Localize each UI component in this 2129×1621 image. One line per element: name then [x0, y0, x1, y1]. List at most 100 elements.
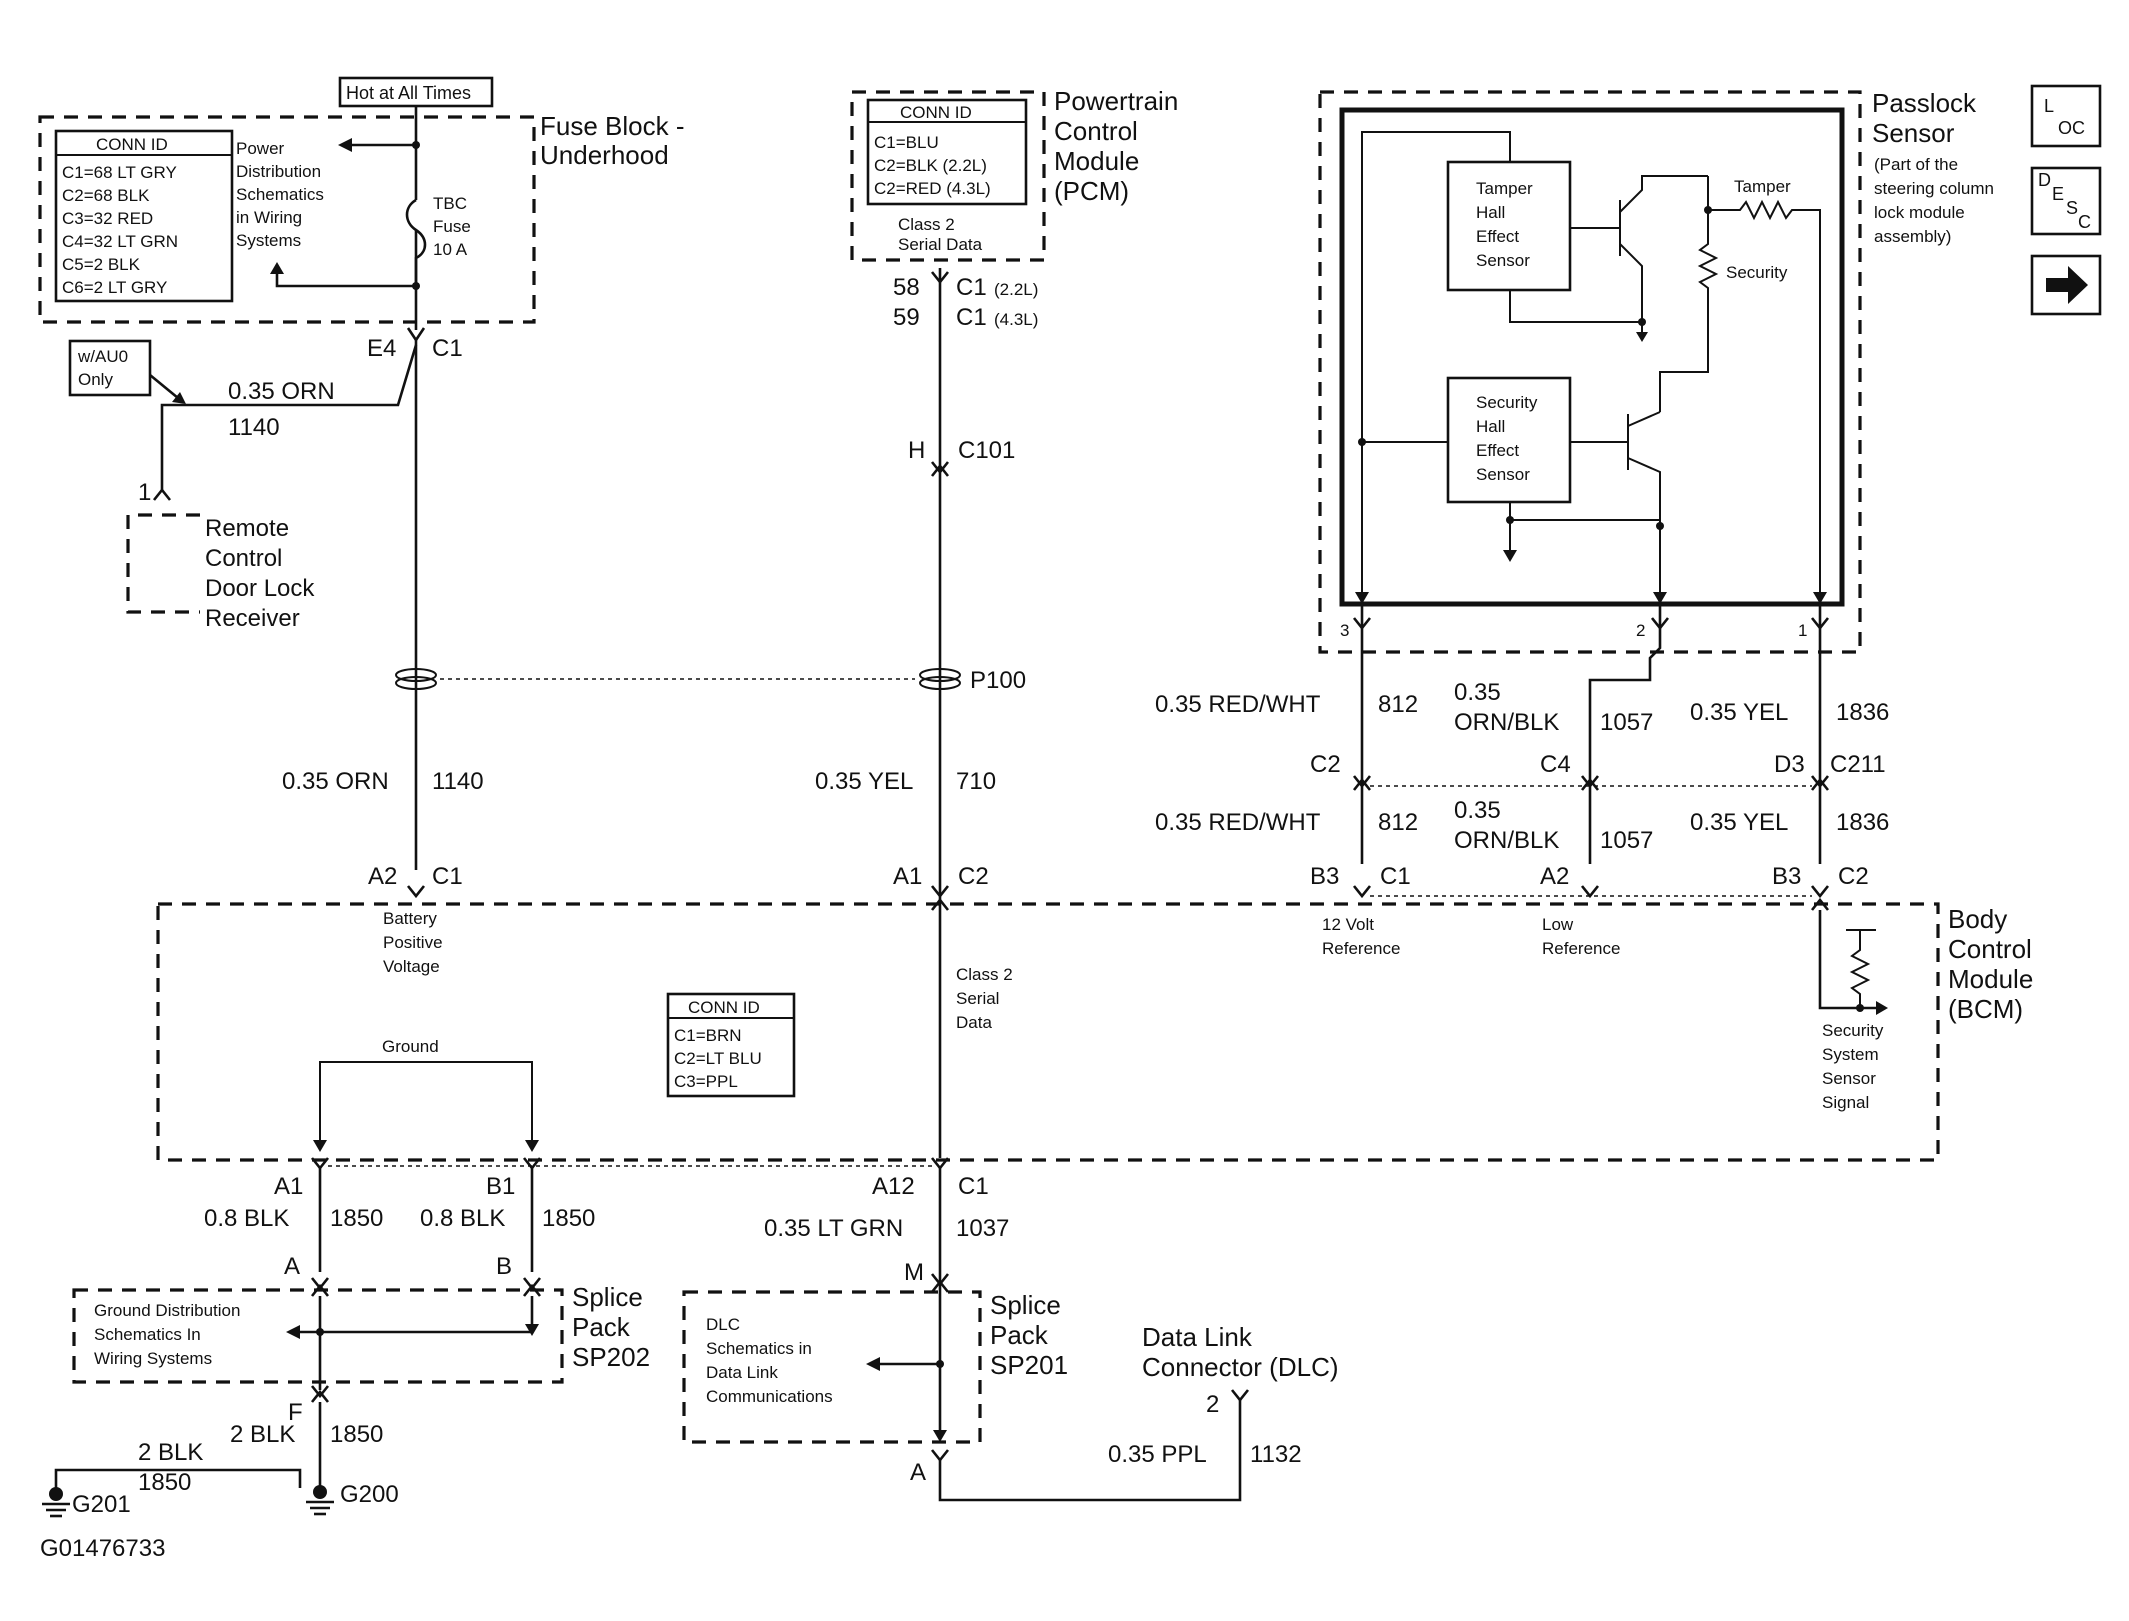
battery-label-1: Battery	[383, 909, 437, 928]
p100-grommet-left	[395, 668, 437, 682]
remote-receiver-outline	[126, 513, 200, 614]
passlock-inner	[1339, 107, 1845, 607]
w1057-circuit-lower: 1057	[1600, 827, 1653, 854]
w1037-gauge: 0.35 LT GRN	[764, 1215, 903, 1242]
power-dist-3: Schematics	[236, 185, 324, 204]
hot-at-all-times-label: Hot at All Times	[346, 83, 471, 103]
tbc-fuse-3: 10 A	[433, 240, 468, 259]
wire-orn-top-circuit: 1140	[228, 414, 280, 441]
passlock-title-1: Passlock	[1872, 88, 1977, 118]
w812-circuit-upper: 812	[1378, 691, 1418, 718]
p100-label: P100	[970, 667, 1026, 694]
sp201-pin-m: M	[904, 1259, 924, 1286]
security-sensor-1: Security	[1476, 393, 1538, 412]
tamper-res-label: Tamper	[1734, 177, 1791, 196]
sp201-1: Splice	[990, 1290, 1061, 1320]
power-dist-2: Distribution	[236, 162, 321, 181]
remote-label-2: Control	[205, 545, 282, 572]
ref12-label-1: 12 Volt	[1322, 915, 1374, 934]
desc-d: D	[2038, 170, 2051, 190]
desc-button[interactable]: D E S C	[2030, 166, 2102, 236]
security-resistor	[1659, 210, 1719, 412]
pcm-pin-58: 58	[893, 274, 920, 301]
passlock-pin-2: 2	[1636, 621, 1645, 640]
bcm-title-2: Control	[1948, 934, 2032, 964]
desc-s: S	[2066, 198, 2078, 218]
pcm-pin-59-note: (4.3L)	[994, 310, 1038, 329]
security-sensor-3: Effect	[1476, 441, 1519, 460]
hot-at-all-times-box	[338, 76, 494, 108]
fuse-block-title-1: Fuse Block -	[540, 111, 685, 141]
g201-ground-icon	[42, 1487, 70, 1518]
fuse-conn-id-6: C6=2 LT GRY	[62, 278, 167, 297]
loc-button[interactable]: L OC	[2030, 84, 2102, 148]
w1132-gauge: 0.35 PPL	[1108, 1441, 1207, 1468]
loc-oc: OC	[2058, 118, 2085, 138]
bottom-c1: C1	[958, 1173, 989, 1200]
battery-label-2: Positive	[383, 933, 443, 952]
tamper-sensor-1: Tamper	[1476, 179, 1533, 198]
w1057-gauge-lower-2: ORN/BLK	[1454, 827, 1559, 854]
bcm-pin-b3b: B3	[1772, 863, 1801, 890]
w1057-gauge-upper-2: ORN/BLK	[1454, 709, 1559, 736]
option-tag-box	[68, 339, 152, 397]
pcm-title-1: Powertrain	[1054, 86, 1178, 116]
passlock-outline	[1318, 90, 1862, 654]
bcm-pin-c1a: C1	[432, 863, 463, 890]
remote-pin-1: 1	[138, 479, 151, 506]
option-tag-2: Only	[78, 370, 113, 389]
pcm-class2-1: Class 2	[898, 215, 955, 234]
bottom-a1: A1	[274, 1173, 303, 1200]
sp202-pin-f: F	[288, 1399, 303, 1426]
w2blk-f-gauge: 2 BLK	[230, 1421, 295, 1448]
c101-label: C101	[958, 437, 1015, 464]
next-arrow-button[interactable]	[2030, 254, 2102, 316]
pcm-pin-58-note: (2.2L)	[994, 280, 1038, 299]
sp201-outline	[682, 1290, 982, 1444]
security-transistor	[1627, 411, 1661, 604]
passlock-note-3: lock module	[1874, 203, 1965, 222]
dlc-sch-4: Communications	[706, 1387, 833, 1406]
w2blk-f-circuit: 1850	[330, 1421, 383, 1448]
c211-pin-c2: C2	[1310, 751, 1341, 778]
bottom-a12: A12	[872, 1173, 915, 1200]
g200-label: G200	[340, 1481, 399, 1508]
tbc-fuse-2: Fuse	[433, 217, 471, 236]
bcm-conn-id-box	[666, 992, 796, 1098]
lowref-label-1: Low	[1542, 915, 1574, 934]
passlock-pin-1: 1	[1798, 621, 1807, 640]
ref12-label-2: Reference	[1322, 939, 1400, 958]
fuse-conn-id-4: C4=32 LT GRN	[62, 232, 178, 251]
w1057-gauge-lower-1: 0.35	[1454, 797, 1501, 824]
battery-label-3: Voltage	[383, 957, 440, 976]
ground-dist-1: Ground Distribution	[94, 1301, 240, 1320]
w1132-circuit: 1132	[1250, 1441, 1302, 1468]
pcm-pin-59: 59	[893, 304, 920, 331]
sec-signal-3: Sensor	[1822, 1069, 1876, 1088]
w2blk-g-circuit: 1850	[138, 1469, 191, 1496]
fuse-conn-id-2: C2=68 BLK	[62, 186, 150, 205]
sp202-outline	[72, 1288, 564, 1384]
bcm-pin-b3: B3	[1310, 863, 1339, 890]
passlock-pin-3: 3	[1340, 621, 1349, 640]
pcm-title-2: Control	[1054, 116, 1138, 146]
wire-orn-circuit: 1140	[432, 768, 484, 795]
sp202-3: SP202	[572, 1342, 650, 1372]
bcm-pin-a2: A2	[368, 863, 397, 890]
w1836-circuit-upper: 1836	[1836, 699, 1889, 726]
bcm-pin-c2b: C2	[1838, 863, 1869, 890]
power-dist-1: Power	[236, 139, 285, 158]
pcm-conn-id-1: C1=BLU	[874, 133, 939, 152]
c211-label: C211	[1830, 751, 1886, 778]
remote-label-4: Receiver	[205, 605, 300, 632]
w2blk-g-gauge: 2 BLK	[138, 1439, 203, 1466]
w1057-gauge-upper-1: 0.35	[1454, 679, 1501, 706]
w1850b-circuit: 1850	[542, 1205, 595, 1232]
pcm-conn-id-box	[866, 98, 1028, 206]
sec-signal-2: System	[1822, 1045, 1879, 1064]
bcm-title-4: (BCM)	[1948, 994, 2023, 1024]
tamper-sensor-2: Hall	[1476, 203, 1505, 222]
ground-dist-3: Wiring Systems	[94, 1349, 212, 1368]
pcm-pin-58-conn: C1	[956, 274, 987, 301]
g200-ground-icon	[306, 1485, 334, 1516]
